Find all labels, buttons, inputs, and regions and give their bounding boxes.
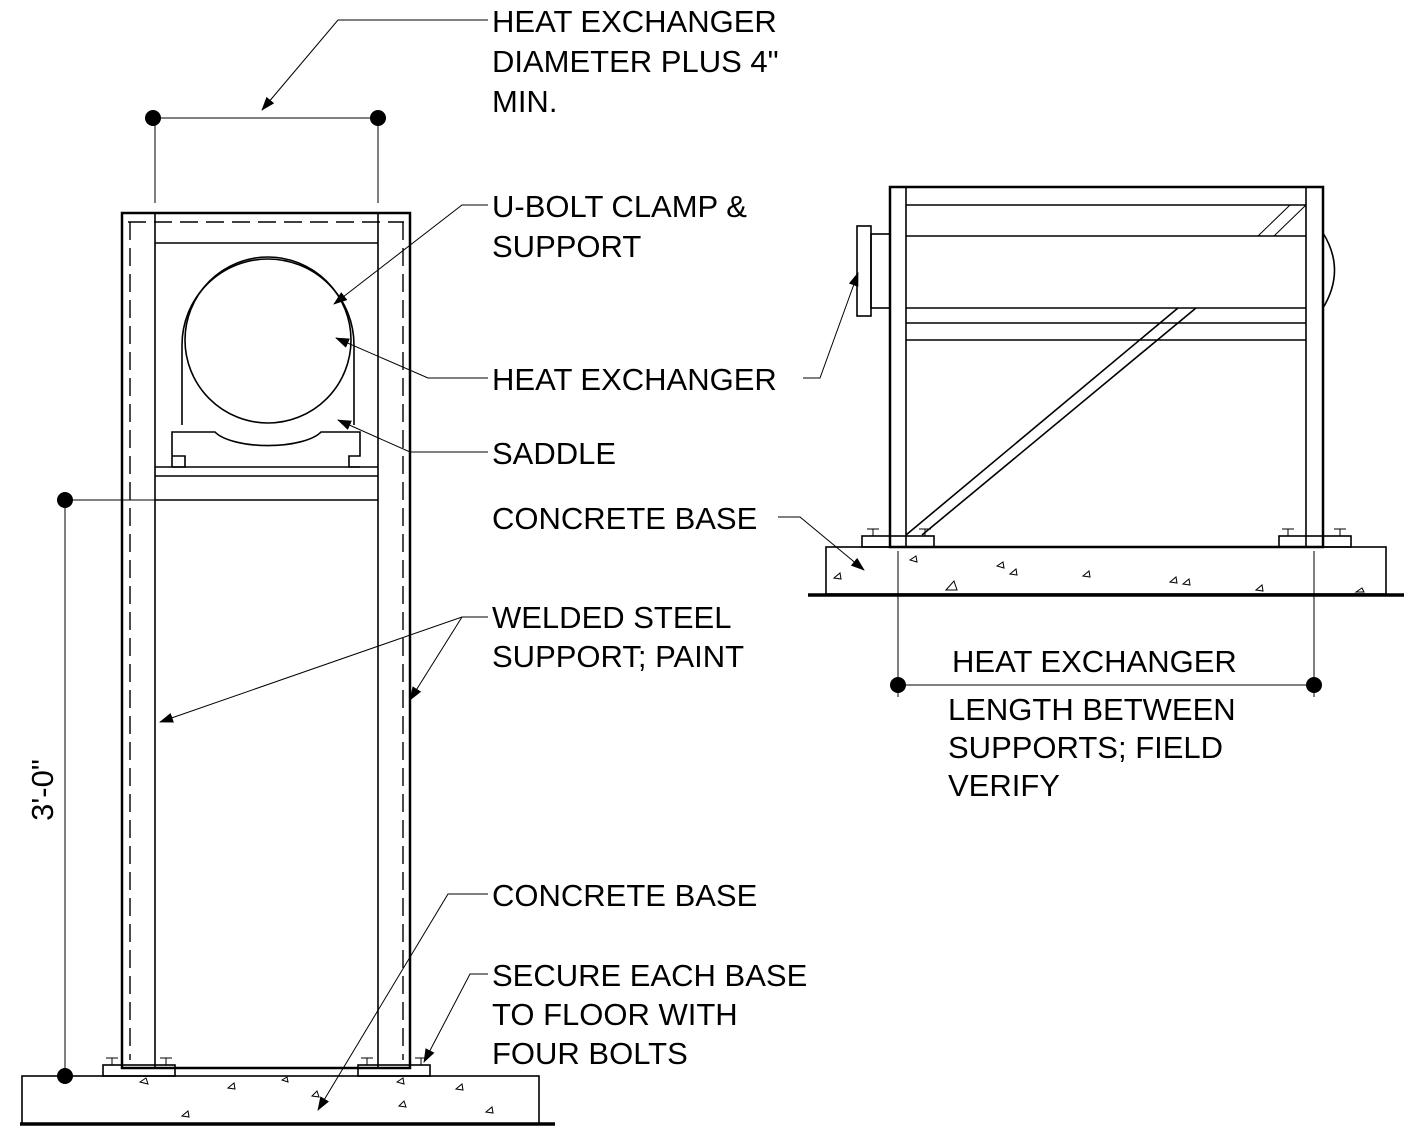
front-view: 3'-0" — [20, 110, 555, 1126]
height-dim-dot-top — [57, 492, 73, 508]
label-secure-3: FOUR BOLTS — [492, 1036, 688, 1071]
leader-concrete-base-front — [317, 893, 488, 1111]
label-hx-diameter-2: DIAMETER PLUS 4" — [492, 44, 779, 79]
side-view — [808, 185, 1404, 697]
side-left-flange — [856, 225, 872, 317]
label-secure-1: SECURE EACH BASE — [492, 958, 807, 993]
leader-lines — [159, 19, 865, 1111]
side-right-base-plate — [1278, 535, 1352, 548]
side-shell-hatch-2 — [1273, 204, 1307, 237]
front-left-base-plate — [102, 1064, 176, 1077]
label-concrete-base-front: CONCRETE BASE — [492, 878, 757, 913]
leader-welded-steel-left — [159, 616, 488, 723]
leader-heat-exchanger-front — [335, 337, 488, 379]
leader-hx-diameter — [261, 19, 488, 111]
leader-heat-exchanger-side — [803, 272, 859, 379]
front-frame-outline — [120, 211, 412, 1070]
side-bolt-2 — [919, 528, 931, 536]
u-bolt-clamp — [181, 258, 355, 425]
label-hx-diameter-3: MIN. — [492, 84, 557, 119]
label-hx-diameter-1: HEAT EXCHANGER — [492, 4, 777, 39]
label-ubolt-1: U-BOLT CLAMP & — [492, 189, 747, 224]
side-bolt-3 — [1282, 528, 1294, 536]
label-concrete-base-side: CONCRETE BASE — [492, 501, 757, 536]
side-left-nozzle — [870, 233, 891, 309]
label-hx-length-1: HEAT EXCHANGER — [952, 644, 1237, 679]
side-left-base-plate — [861, 535, 935, 548]
side-bolt-1 — [867, 528, 879, 536]
label-hx-length-4: VERIFY — [948, 768, 1060, 803]
label-hx-length-2: LENGTH BETWEEN — [948, 692, 1236, 727]
side-diagonal-brace-1 — [905, 307, 1179, 536]
front-bolt-1 — [106, 1057, 118, 1065]
length-dim-dot-right — [1306, 677, 1322, 693]
label-welded-steel-2: SUPPORT; PAINT — [492, 639, 744, 674]
side-diagonal-brace-2 — [921, 307, 1197, 536]
diameter-dim-dot-right — [370, 110, 386, 126]
side-bolt-4 — [1334, 528, 1346, 536]
side-right-head — [1322, 232, 1336, 309]
label-welded-steel-1: WELDED STEEL — [492, 600, 731, 635]
front-aggregate-marks — [138, 1076, 494, 1118]
front-bolt-2 — [160, 1057, 172, 1065]
height-dim-label: 3'-0" — [25, 759, 60, 821]
side-shell-hatch-1 — [1257, 204, 1291, 237]
leader-ubolt — [333, 204, 488, 305]
diameter-dim-dot-left — [145, 110, 161, 126]
front-concrete-base — [21, 1075, 540, 1125]
leader-welded-steel-right — [409, 616, 463, 701]
saddle — [171, 431, 361, 468]
label-secure-2: TO FLOOR WITH — [492, 997, 738, 1032]
label-ubolt-2: SUPPORT — [492, 229, 641, 264]
side-concrete-base — [825, 546, 1387, 595]
height-dim-dot-bottom — [57, 1068, 73, 1084]
heat-exchanger-shell — [184, 256, 352, 424]
side-aggregate-marks — [832, 555, 1365, 593]
label-hx-length-3: SUPPORTS; FIELD — [948, 730, 1223, 765]
length-dim-dot-left — [890, 677, 906, 693]
leader-concrete-base-side — [778, 516, 865, 571]
leader-saddle — [337, 419, 488, 453]
annotation-labels: HEAT EXCHANGER DIAMETER PLUS 4" MIN. U-B… — [492, 4, 1237, 1071]
front-bolt-3 — [361, 1057, 373, 1065]
front-right-base-plate — [357, 1064, 431, 1077]
leader-secure — [423, 973, 488, 1063]
label-heat-exchanger: HEAT EXCHANGER — [492, 362, 777, 397]
label-saddle: SADDLE — [492, 436, 616, 471]
